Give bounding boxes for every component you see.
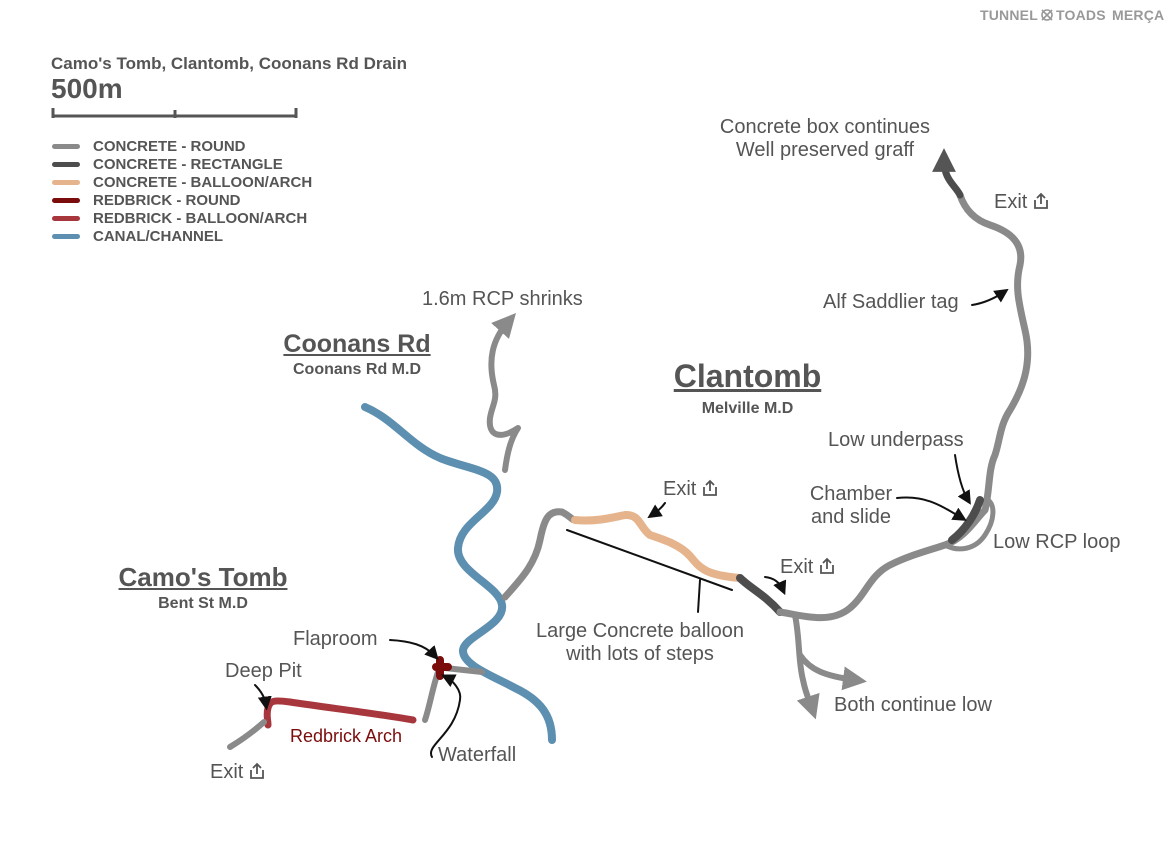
pointer-waterfall	[429, 674, 462, 758]
legend-label: CONCRETE - ROUND	[93, 137, 246, 155]
legend-item: CONCRETE - RECTANGLE	[52, 155, 283, 173]
pointer-balloon	[566, 529, 733, 613]
legend-swatch	[52, 197, 80, 203]
label-balloon-line1: Large Concrete balloon	[536, 620, 744, 642]
exit-icon	[702, 479, 718, 497]
brand-toads: TOADS	[1055, 7, 1106, 23]
legend-item: CONCRETE - BALLOON/ARCH	[52, 173, 312, 191]
exit-balloon: Exit	[663, 478, 718, 501]
pointer-flaproom	[389, 639, 439, 661]
legend-item: REDBRICK - ROUND	[52, 191, 241, 209]
south-branch-a	[792, 612, 820, 720]
legend-label: CANAL/CHANNEL	[93, 227, 223, 245]
legend-item: CONCRETE - ROUND	[52, 137, 246, 155]
label-both-continue-low: Both continue low	[834, 694, 992, 716]
coonans-rcp	[486, 313, 521, 473]
label-waterfall: Waterfall	[438, 744, 517, 766]
label-low-rcp-loop: Low RCP loop	[993, 531, 1121, 553]
canal-channel	[361, 403, 556, 744]
legend-swatch	[52, 143, 80, 149]
exit-label: Exit	[994, 191, 1028, 213]
chamber-rect	[948, 496, 984, 544]
legend-swatch	[52, 233, 80, 239]
label-chamber-line2: and slide	[810, 506, 892, 528]
south-branch-b	[797, 652, 867, 691]
area-title-camos: Camo's Tomb	[118, 562, 288, 592]
camos-exit-leg	[227, 719, 267, 750]
box-continues	[932, 148, 964, 199]
pointer-deep-pit	[254, 684, 272, 711]
low-rcp-loop	[942, 497, 996, 552]
clantomb-connector	[501, 508, 579, 601]
exit-label: Exit	[210, 761, 244, 783]
map-title: Camo's Tomb, Clantomb, Coonans Rd Drain	[51, 54, 408, 73]
redbrick-arch	[263, 697, 417, 729]
brand-logo: TUNNEL TOADS	[980, 7, 1106, 23]
label-concrete-box: Concrete box continues Well preserved gr…	[700, 116, 950, 162]
label-low-underpass: Low underpass	[828, 429, 964, 451]
exit-top: Exit	[994, 191, 1049, 214]
legend-swatch	[52, 179, 80, 185]
legend-label: CONCRETE - BALLOON/ARCH	[93, 173, 313, 191]
exit-icon	[249, 762, 265, 780]
crosshair-icon	[1039, 8, 1055, 22]
label-balloon: Large Concrete balloon with lots of step…	[520, 620, 760, 666]
flaproom-redbrick	[432, 656, 452, 680]
legend-item: REDBRICK - BALLOON/ARCH	[52, 209, 307, 227]
rectangle-section-clantomb	[736, 574, 784, 616]
pointer-underpass	[954, 454, 971, 505]
label-redbrick-arch: Redbrick Arch	[290, 726, 403, 746]
flaproom-drop	[422, 669, 441, 723]
label-chamber: Chamber and slide	[800, 483, 902, 529]
main-rcp-north	[776, 191, 1032, 622]
pointer-alf	[971, 288, 1009, 306]
legend-label: REDBRICK - BALLOON/ARCH	[93, 209, 308, 227]
label-chamber-line1: Chamber	[809, 483, 893, 505]
area-title-clantomb: Clantomb	[673, 358, 822, 394]
label-deep-pit: Deep Pit	[225, 660, 302, 682]
legend-item: CANAL/CHANNEL	[52, 227, 223, 245]
pointer-exit-top	[647, 502, 666, 519]
brand-partner: MERÇA	[1112, 7, 1165, 23]
exit-label: Exit	[780, 556, 814, 578]
label-concrete-box-line2: Well preserved graff	[735, 139, 915, 161]
pointer-exit-mid	[764, 576, 787, 596]
area-title-coonans: Coonans Rd	[283, 330, 431, 358]
label-rcp-shrinks: 1.6m RCP shrinks	[422, 288, 583, 310]
legend-swatch	[52, 215, 80, 221]
area-subtitle-coonans: Coonans Rd M.D	[293, 361, 421, 378]
balloon-section	[571, 511, 744, 582]
label-concrete-box-line1: Concrete box continues	[719, 116, 931, 138]
legend-label: REDBRICK - ROUND	[93, 191, 241, 209]
scale-label: 500m	[51, 73, 123, 104]
exit-mid: Exit	[780, 556, 835, 579]
legend-swatch	[52, 161, 80, 167]
label-balloon-line2: with lots of steps	[566, 643, 714, 665]
exit-camos: Exit	[210, 761, 265, 784]
area-subtitle-clantomb: Melville M.D	[701, 400, 794, 417]
pointer-chamber	[896, 496, 967, 521]
label-flaproom: Flaproom	[293, 628, 378, 650]
exit-label: Exit	[663, 478, 697, 500]
legend-label: CONCRETE - RECTANGLE	[93, 155, 283, 173]
brand-tunnel: TUNNEL	[980, 7, 1038, 23]
exit-icon	[1033, 192, 1049, 210]
area-subtitle-camos: Bent St M.D	[158, 595, 248, 612]
scale-bar	[51, 108, 298, 118]
exit-icon	[819, 557, 835, 575]
label-alf-saddlier: Alf Saddlier tag	[823, 291, 959, 313]
